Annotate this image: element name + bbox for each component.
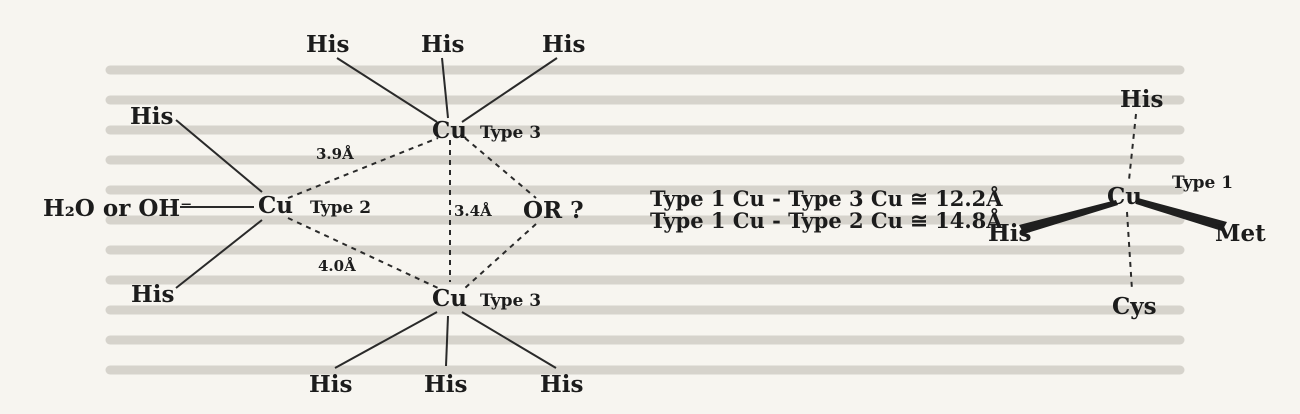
his-label-bottom-middle: His	[424, 371, 467, 398]
distance-cu3-cu2-top: 3.9Å	[316, 145, 354, 163]
bond-cu3top-his-left	[336, 57, 438, 123]
wedge-cu1-met	[1136, 198, 1227, 231]
distances-note: Type 1 Cu - Type 3 Cu ≅ 12.2Å Type 1 Cu …	[650, 186, 1003, 233]
his-label-bottom-right: His	[540, 371, 583, 398]
met-label: Met	[1215, 220, 1266, 247]
bond-cu3top-his-middle	[441, 57, 449, 119]
dash-cu1-cys	[1126, 211, 1133, 291]
wedge-cu1-his	[1019, 200, 1118, 234]
type1-site: His Cu Type 1 His Met Cys	[988, 86, 1266, 320]
or-bridge-label: OR ?	[523, 197, 584, 224]
bond-cu2-his-upper	[175, 119, 263, 193]
his-label-type1-left: His	[988, 220, 1031, 247]
cu-type3-top: Cu	[432, 117, 467, 144]
distance-note-line1: Type 1 Cu - Type 3 Cu ≅ 12.2Å	[650, 186, 1003, 211]
water-ligand-label: H₂O or OH⁻	[43, 195, 192, 222]
bond-cu3top-his-right	[461, 57, 558, 123]
his-label-top-right: His	[542, 31, 585, 58]
his-label-type1-top: His	[1120, 86, 1163, 113]
distance-cu3-cu2-bottom: 4.0Å	[318, 257, 356, 275]
dash-cu2-cu3bottom	[287, 217, 439, 289]
bond-cu3bottom-his-left	[334, 311, 438, 369]
background-bleed-through	[105, 65, 1185, 375]
bond-cu3bottom-his-right	[461, 311, 557, 369]
bond-cu3bottom-his-middle	[445, 315, 449, 367]
his-label-top-left: His	[306, 31, 349, 58]
type1-label: Type 1	[1172, 173, 1233, 193]
his-label-bottom-left: His	[309, 371, 352, 398]
distance-cu3-cu3: 3.4Å	[454, 202, 492, 220]
his-label-left-upper: His	[130, 103, 173, 130]
his-label-top-middle: His	[421, 31, 464, 58]
trinuclear-site: His His His His His His His His Cu Cu Cu…	[43, 31, 585, 398]
type3-label-top: Type 3	[480, 123, 541, 143]
cu-type1: Cu	[1107, 183, 1142, 210]
dash-cu2-cu3top	[287, 137, 439, 199]
dash-cu1-his-top	[1128, 113, 1137, 181]
distance-note-line2: Type 1 Cu - Type 2 Cu ≅ 14.8Å	[650, 208, 1003, 233]
cys-label: Cys	[1112, 293, 1157, 320]
cu-type2: Cu	[258, 192, 293, 219]
type2-label: Type 2	[310, 198, 371, 218]
bond-cu2-his-lower	[175, 219, 263, 289]
cu-type3-bottom: Cu	[432, 285, 467, 312]
his-label-left-lower: His	[131, 281, 174, 308]
type3-label-bottom: Type 3	[480, 291, 541, 311]
